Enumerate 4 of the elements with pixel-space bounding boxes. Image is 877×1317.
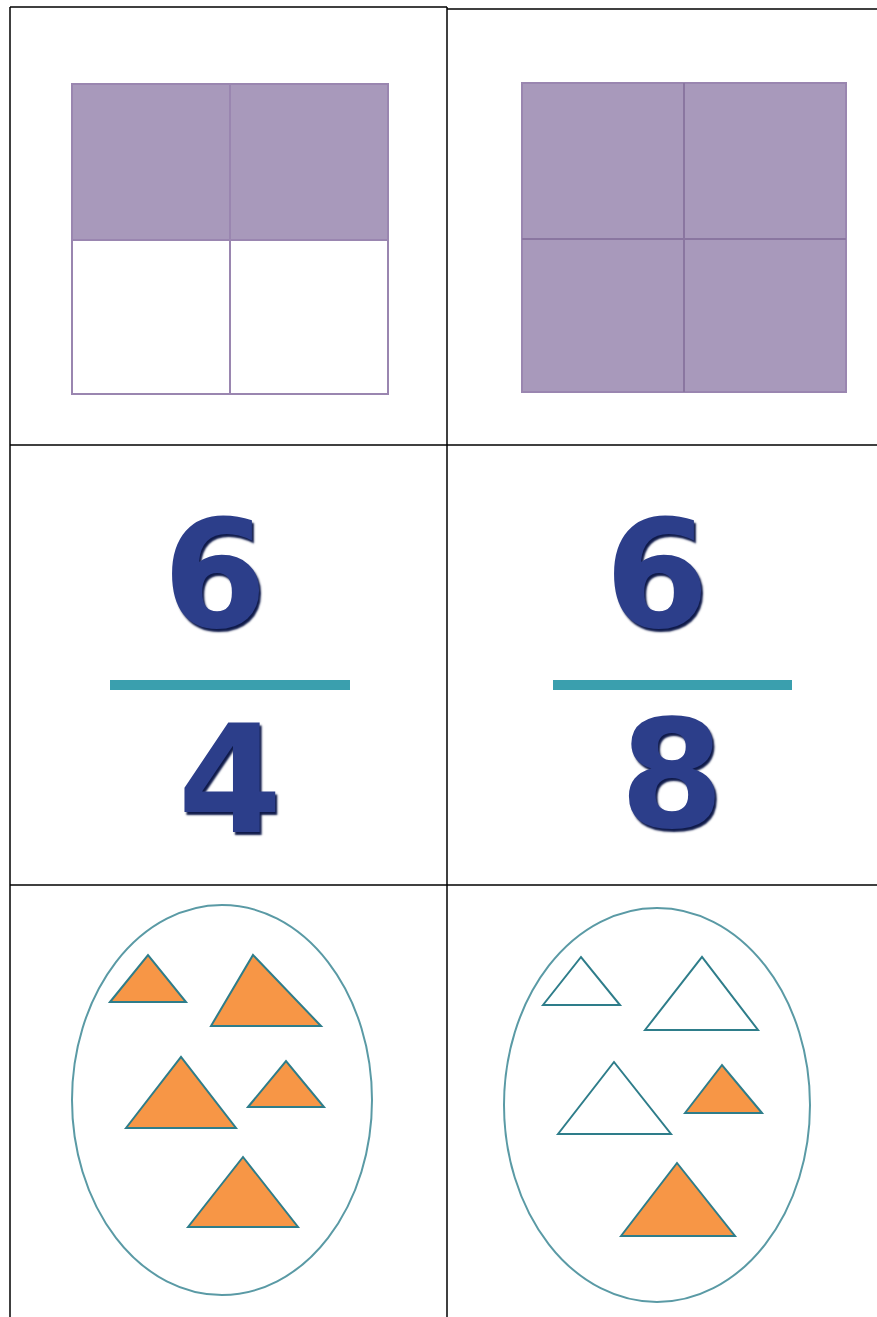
denominator: 8 — [618, 700, 726, 850]
denominator: 4 — [176, 705, 284, 855]
numerator: 6 — [603, 500, 711, 650]
numerator: 6 — [161, 500, 269, 650]
